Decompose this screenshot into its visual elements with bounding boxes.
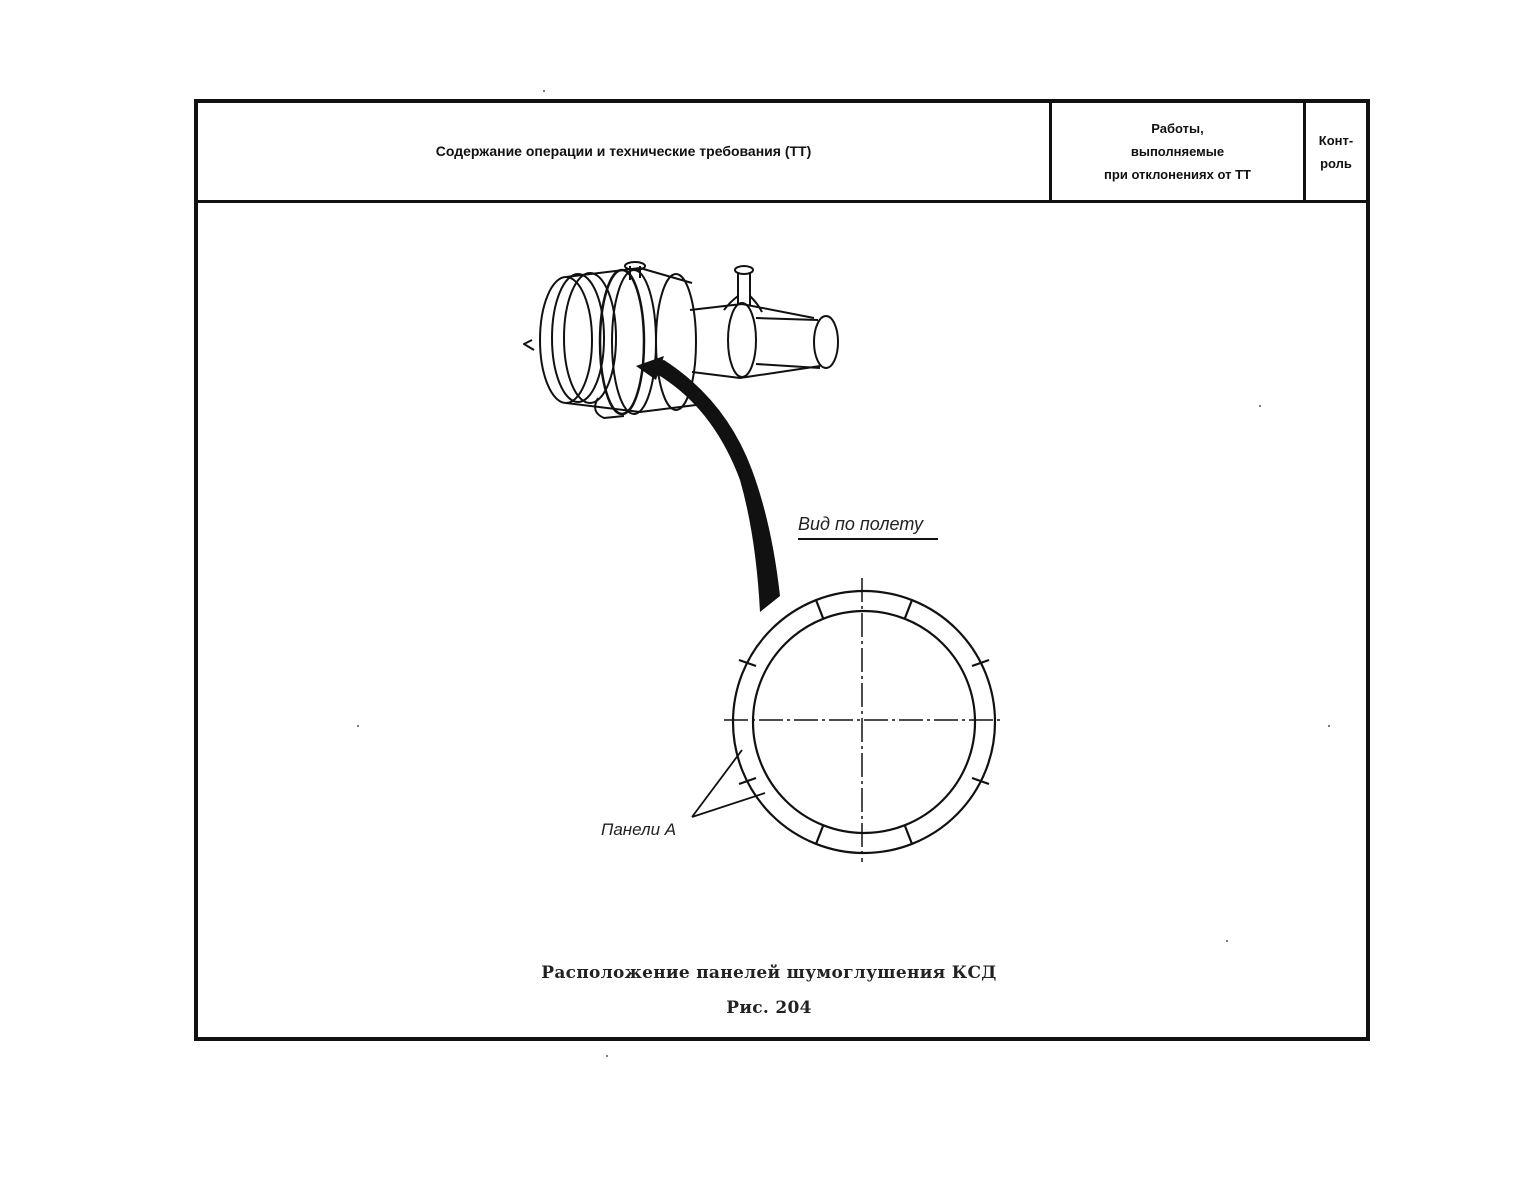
header-content-cell: Содержание операции и технические требов… (198, 103, 1052, 200)
scan-speck (606, 1055, 608, 1057)
header-works-line3: при отклонениях от ТТ (1104, 167, 1251, 182)
figure-number: Рис. 204 (726, 998, 812, 1018)
header-control-line1: Конт- (1318, 132, 1354, 148)
header-control-cell: Конт- роль (1306, 103, 1366, 200)
view-label: Вид по полету (798, 514, 924, 534)
view-arrow (636, 356, 780, 612)
table-header: Содержание операции и технические требов… (198, 103, 1366, 203)
scan-speck (1259, 405, 1261, 407)
header-content-label: Содержание операции и технические требов… (435, 143, 812, 159)
scan-speck (1328, 725, 1330, 727)
cross-section (724, 578, 1004, 862)
document-frame: Содержание операции и технические требов… (194, 99, 1370, 1041)
engine-illustration (523, 261, 839, 419)
scan-speck (543, 90, 545, 92)
header-control-line2: роль (1320, 155, 1352, 171)
scan-speck (1226, 940, 1228, 942)
header-works-cell: Работы, выполняемые при отклонениях от Т… (1052, 103, 1306, 200)
header-works-line1: Работы, (1151, 121, 1204, 136)
scan-speck (357, 725, 359, 727)
figure-caption: Расположение панелей шумоглушения КСД (541, 963, 997, 983)
panels-label: Панели А (601, 820, 676, 839)
panels-leader (691, 749, 766, 818)
header-works-line2: выполняемые (1130, 144, 1225, 159)
